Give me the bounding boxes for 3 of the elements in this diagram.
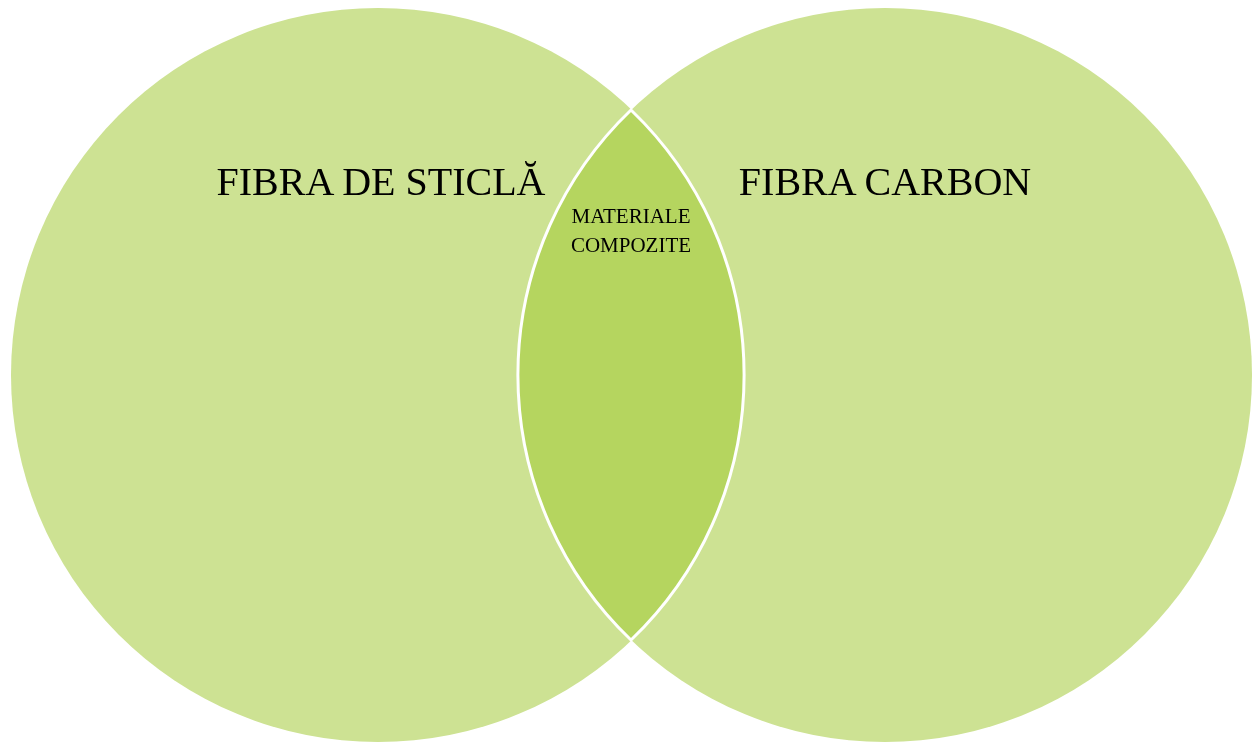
- circle-label: FIBRA DE STICLĂ: [215, 158, 547, 205]
- overlap-label: MATERIALE COMPOZITE: [569, 203, 693, 260]
- circle-label: FIBRA CARBON: [737, 158, 1033, 205]
